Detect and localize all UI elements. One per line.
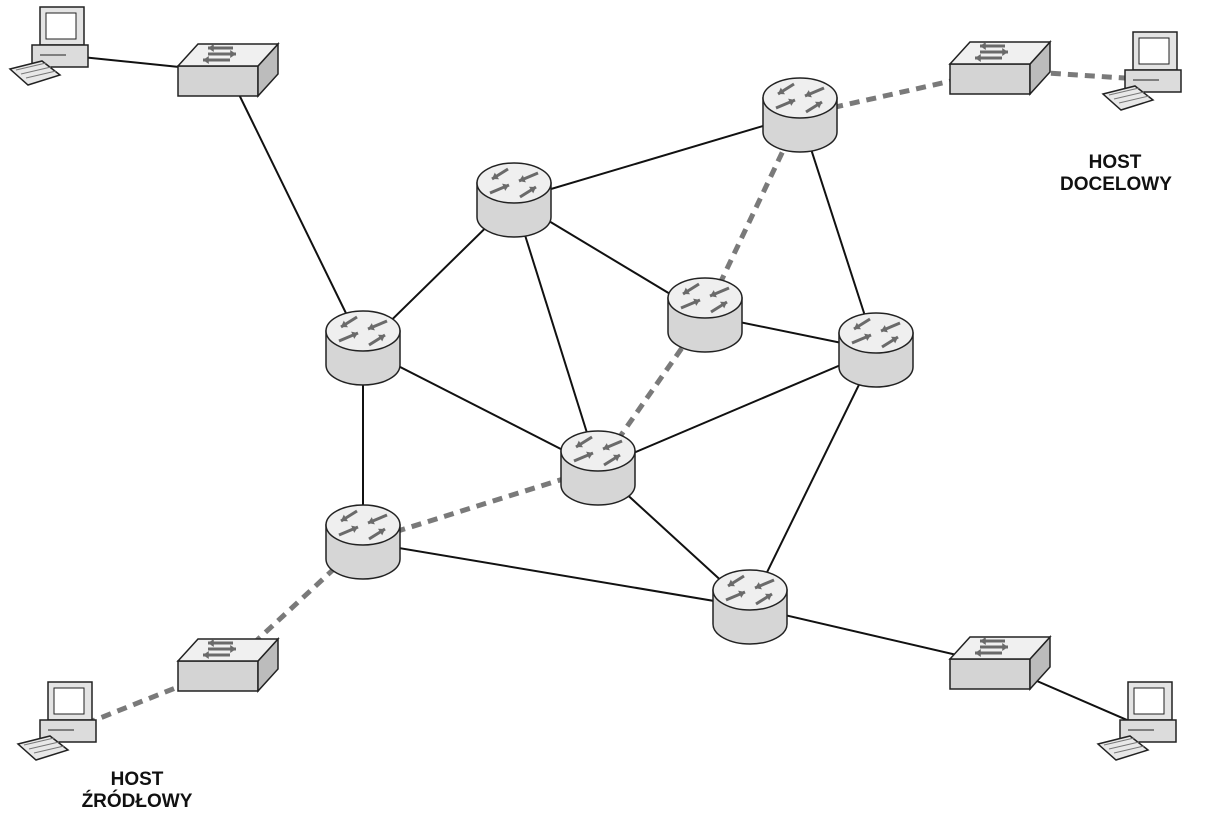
pc-top-right-icon [1101, 31, 1182, 111]
router-right-icon [838, 312, 914, 388]
destination-host-label: HOST DOCELOWY [1060, 152, 1172, 196]
destination-label-line-1: HOST [1088, 152, 1142, 173]
pc-bottom-right-icon [1096, 681, 1177, 761]
router-bottom-left-icon [325, 504, 401, 580]
router-top-center-icon [476, 162, 552, 238]
destination-label-line-2: DOCELOWY [1060, 174, 1172, 195]
nodes-layer [8, 6, 1182, 761]
link-router-right-to-router-bottom-center [749, 349, 877, 608]
link-router-right-to-router-center [597, 349, 877, 469]
router-left-icon [325, 310, 401, 386]
router-center-icon [560, 430, 636, 506]
link-router-left-to-router-center [362, 347, 599, 469]
links-layer [61, 54, 1156, 733]
source-host-label: HOST ŹRÓDŁOWY [72, 769, 202, 813]
switch-top-right-icon [948, 40, 1052, 96]
link-router-top-right-to-router-right [799, 114, 877, 351]
source-label-line-2: ŹRÓDŁOWY [81, 791, 193, 812]
switch-bottom-right-icon [948, 635, 1052, 691]
switch-bottom-left-icon [176, 637, 280, 693]
router-bottom-center-icon [712, 569, 788, 645]
source-label-line-1: HOST [110, 769, 164, 790]
switch-top-left-icon [176, 42, 280, 98]
path-link-router-bottom-left-to-router-center [362, 465, 599, 545]
pc-bottom-left-icon [16, 681, 97, 761]
router-top-right-icon [762, 77, 838, 153]
link-router-top-center-to-router-center [513, 199, 599, 469]
link-router-top-center-to-router-top-right [513, 114, 801, 201]
link-router-bottom-left-to-router-bottom-center [362, 541, 751, 608]
pc-top-left-icon [8, 6, 89, 86]
router-center-right-icon [667, 277, 743, 353]
link-switch-top-left-to-router-left [227, 71, 364, 349]
